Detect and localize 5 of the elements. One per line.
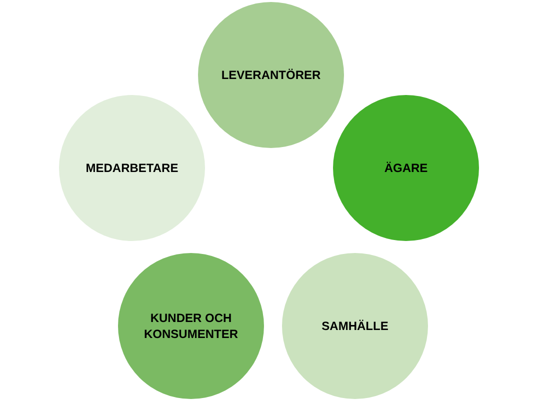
stakeholder-label: SAMHÄLLE [322,318,388,334]
stakeholder-label: KUNDER OCH KONSUMENTER [142,310,239,342]
stakeholder-label: MEDARBETARE [86,160,178,176]
stakeholder-label: ÄGARE [384,160,428,176]
stakeholder-label: LEVERANTÖRER [221,67,321,83]
